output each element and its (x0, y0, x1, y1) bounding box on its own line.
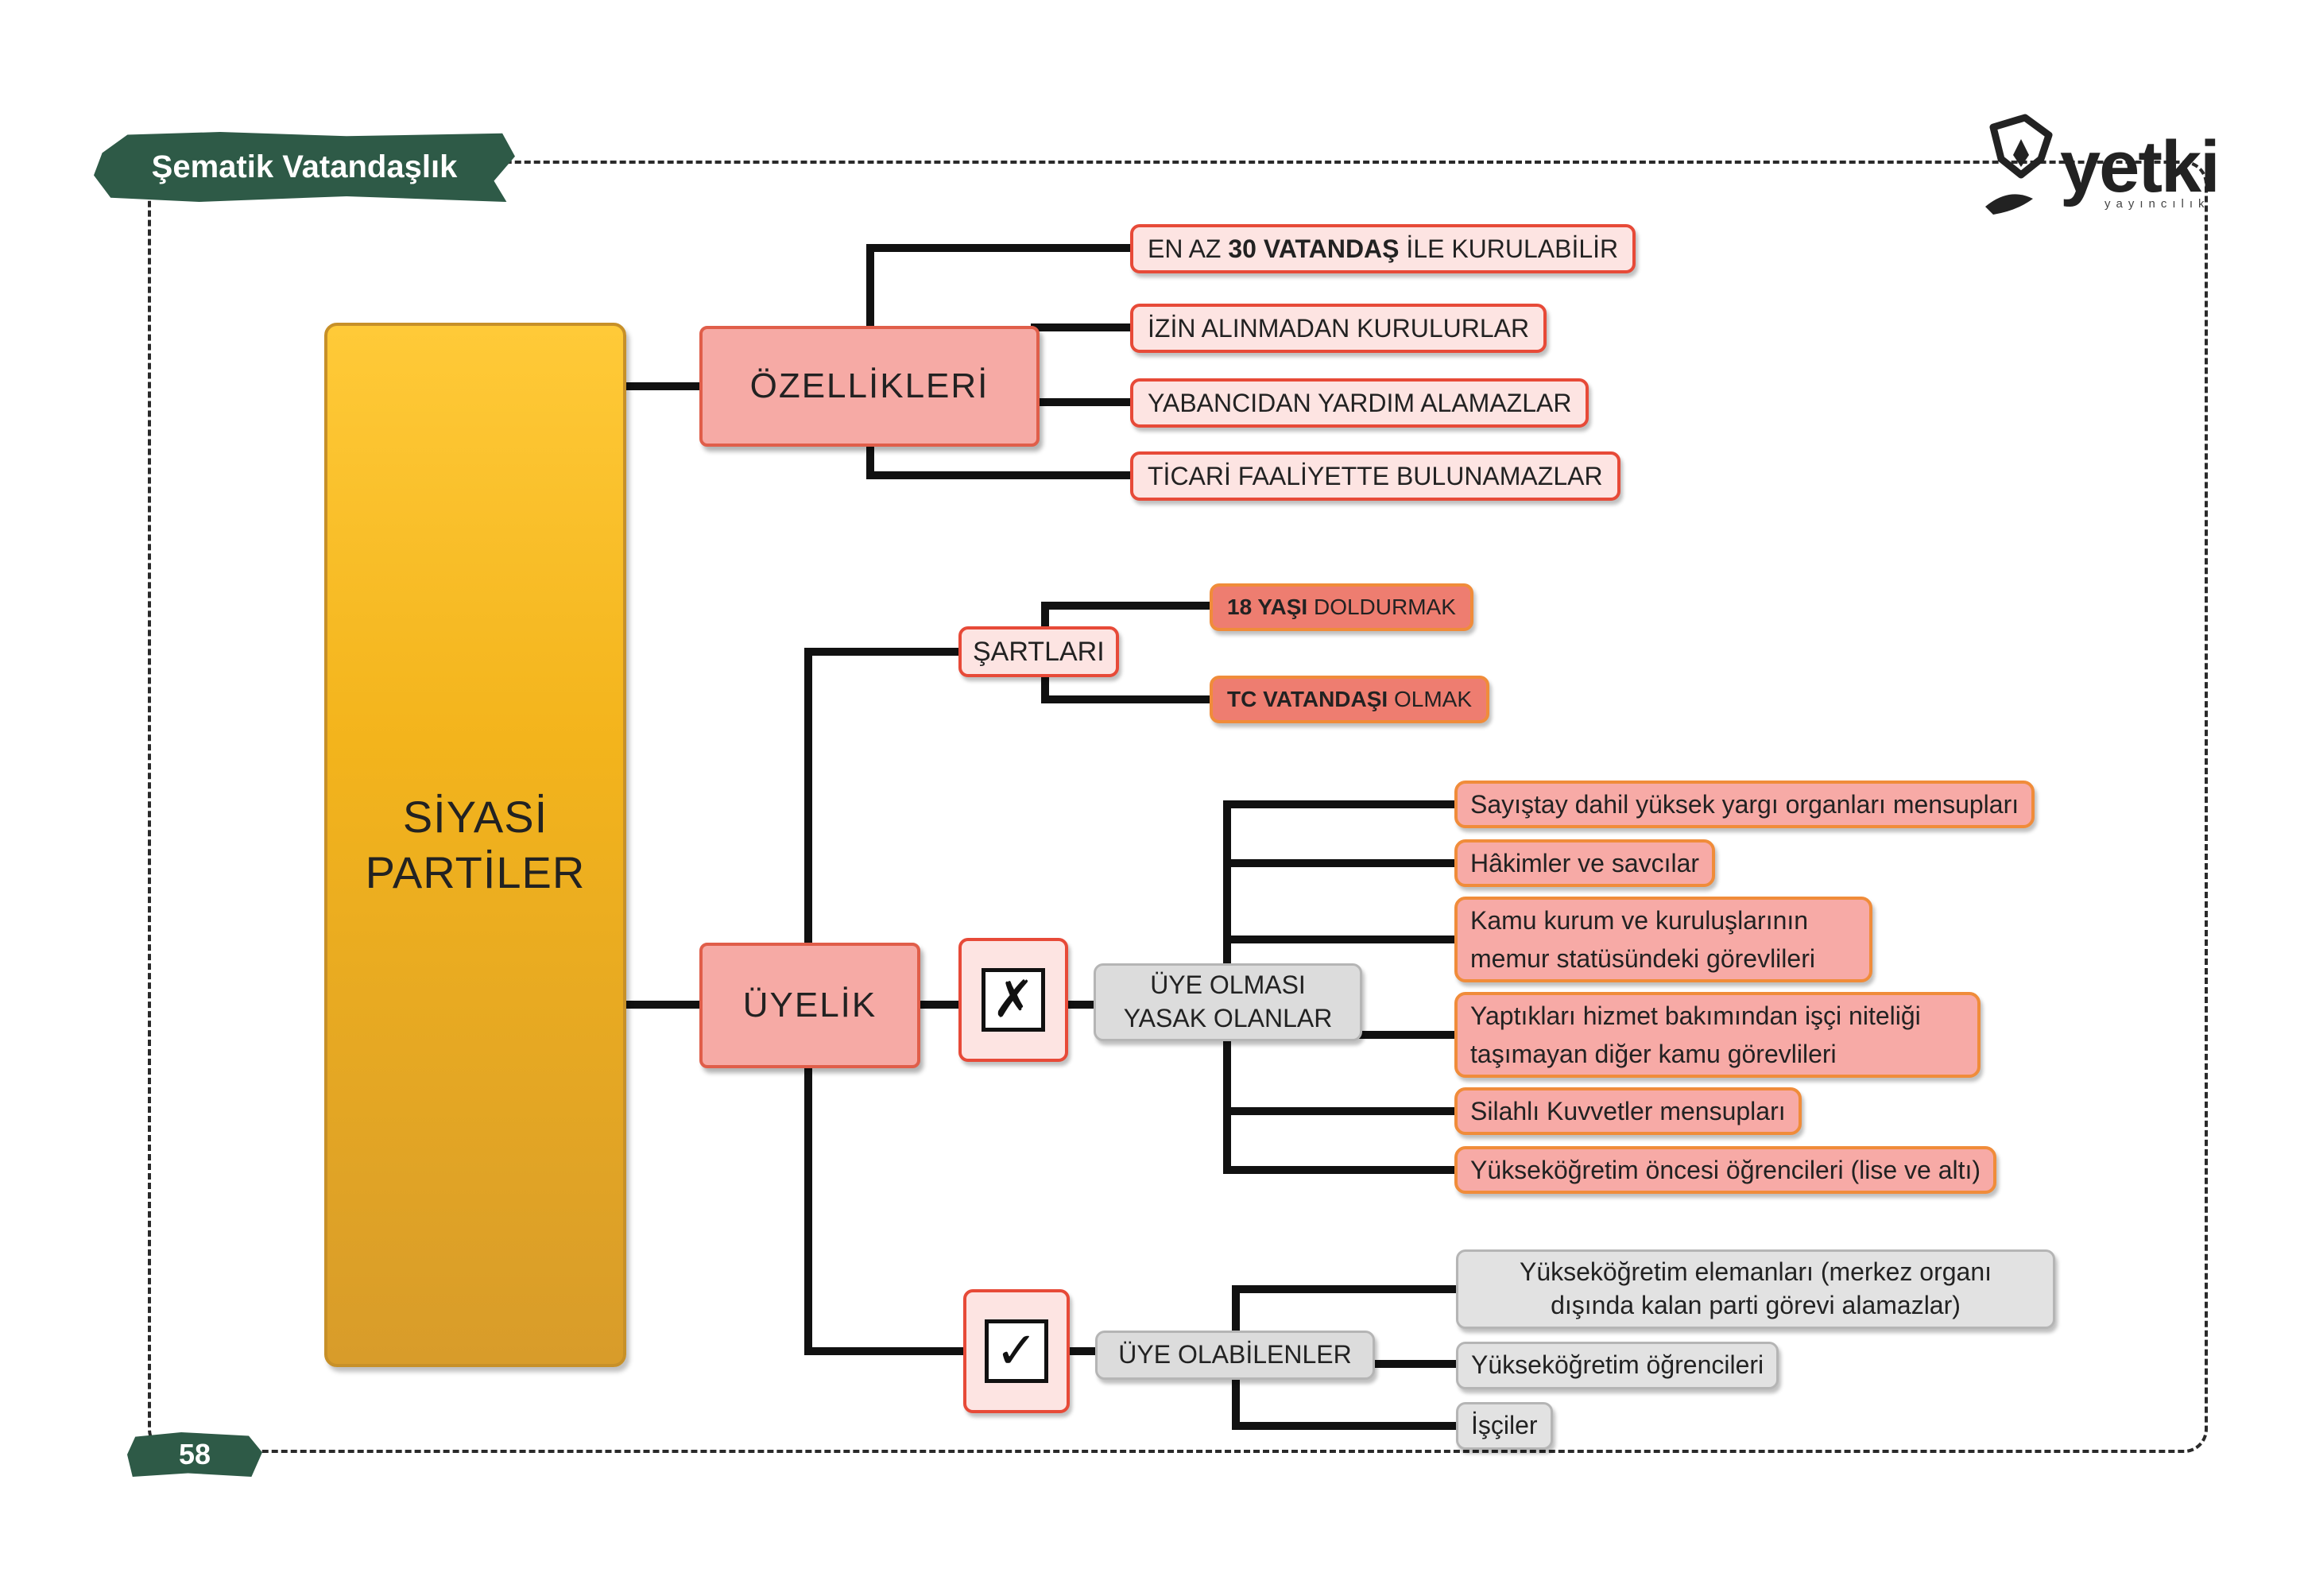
category-ozellikler-label: ÖZELLİKLERİ (749, 366, 989, 405)
allowed-member-text: İşçiler (1471, 1411, 1538, 1440)
prohibited-icon-box: ✗ (958, 938, 1068, 1062)
conditions-node: ŞARTLARI (958, 626, 1119, 677)
prohibited-member-text: Yaptıkları hizmet bakımından işçi niteli… (1470, 1001, 1921, 1068)
feature-item-text: YABANCIDAN YARDIM ALAMAZLAR (1148, 388, 1572, 417)
prohibited-member-item: Yükseköğretim öncesi öğrencileri (lise v… (1454, 1146, 1997, 1194)
prohibited-member-item: Hâkimler ve savcılar (1454, 839, 1716, 887)
root-node-label: SİYASİ PARTİLER (365, 792, 586, 897)
allowed-members-node: ÜYE OLABİLENLER (1095, 1331, 1375, 1380)
allowed-member-text: Yükseköğretim öğrencileri (1471, 1350, 1764, 1380)
feature-item-text: EN AZ 30 VATANDAŞ İLE KURULABİLİR (1148, 234, 1619, 263)
prohibited-member-text: Hâkimler ve savcılar (1470, 849, 1700, 877)
prohibited-member-item: Yaptıkları hizmet bakımından işçi niteli… (1454, 992, 1981, 1078)
page-number: 58 (127, 1432, 262, 1477)
category-ozellikler: ÖZELLİKLERİ (699, 326, 1040, 447)
prohibited-member-text: Yükseköğretim öncesi öğrencileri (lise v… (1470, 1156, 1981, 1184)
condition-item: TC VATANDAŞI OLMAK (1210, 676, 1490, 723)
prohibited-member-item: Sayıştay dahil yüksek yargı organları me… (1454, 781, 2035, 828)
feature-item: YABANCIDAN YARDIM ALAMAZLAR (1130, 378, 1589, 428)
condition-item-text: 18 YAŞI DOLDURMAK (1227, 595, 1456, 619)
category-uyelik-label: ÜYELİK (742, 986, 877, 1025)
publisher-logo: yetki yayıncılık (1977, 111, 2221, 223)
allowed-icon-box: ✓ (963, 1289, 1070, 1413)
feature-item-text: TİCARİ FAALİYETTE BULUNAMAZLAR (1148, 461, 1603, 490)
feature-item: EN AZ 30 VATANDAŞ İLE KURULABİLİR (1130, 224, 1636, 273)
allowed-member-item: İşçiler (1456, 1402, 1553, 1450)
feature-item: İZİN ALINMADAN KURULURLAR (1130, 304, 1547, 353)
prohibited-member-item: Silahlı Kuvvetler mensupları (1454, 1087, 1802, 1135)
prohibited-members-node: ÜYE OLMASI YASAK OLANLAR (1094, 963, 1362, 1041)
condition-item: 18 YAŞI DOLDURMAK (1210, 583, 1473, 631)
publisher-logo-subtext: yayıncılık (2104, 197, 2210, 211)
root-node-siyasi-partiler: SİYASİ PARTİLER (324, 323, 626, 1367)
cross-mark-icon: ✗ (982, 968, 1045, 1032)
prohibited-member-text: Silahlı Kuvvetler mensupları (1470, 1097, 1786, 1125)
prohibited-member-item: Kamu kurum ve kuruluşlarının memur statü… (1454, 897, 1872, 982)
feature-item-text: İZİN ALINMADAN KURULURLAR (1148, 313, 1530, 343)
prohibited-member-text: Kamu kurum ve kuruluşlarının memur statü… (1470, 906, 1815, 973)
conditions-node-label: ŞARTLARI (973, 636, 1105, 667)
prohibited-members-label: ÜYE OLMASI YASAK OLANLAR (1123, 970, 1333, 1032)
condition-item-text: TC VATANDAŞI OLMAK (1227, 687, 1473, 711)
prohibited-member-text: Sayıştay dahil yüksek yargı organları me… (1470, 790, 2019, 819)
allowed-member-text: Yükseköğretim elemanları (merkez organı … (1519, 1257, 1992, 1319)
allowed-members-label: ÜYE OLABİLENLER (1118, 1340, 1352, 1369)
pen-nib-icon (1985, 114, 2053, 215)
allowed-member-item: Yükseköğretim elemanları (merkez organı … (1456, 1249, 2055, 1329)
category-uyelik: ÜYELİK (699, 943, 920, 1068)
check-mark-icon: ✓ (985, 1319, 1048, 1383)
publisher-logo-text: yetki (2060, 126, 2221, 207)
feature-item: TİCARİ FAALİYETTE BULUNAMAZLAR (1130, 451, 1620, 501)
page-frame (148, 161, 2208, 1453)
section-title-tag: Şematik Vatandaşlık (94, 132, 515, 202)
allowed-member-item: Yükseköğretim öğrencileri (1456, 1342, 1779, 1389)
